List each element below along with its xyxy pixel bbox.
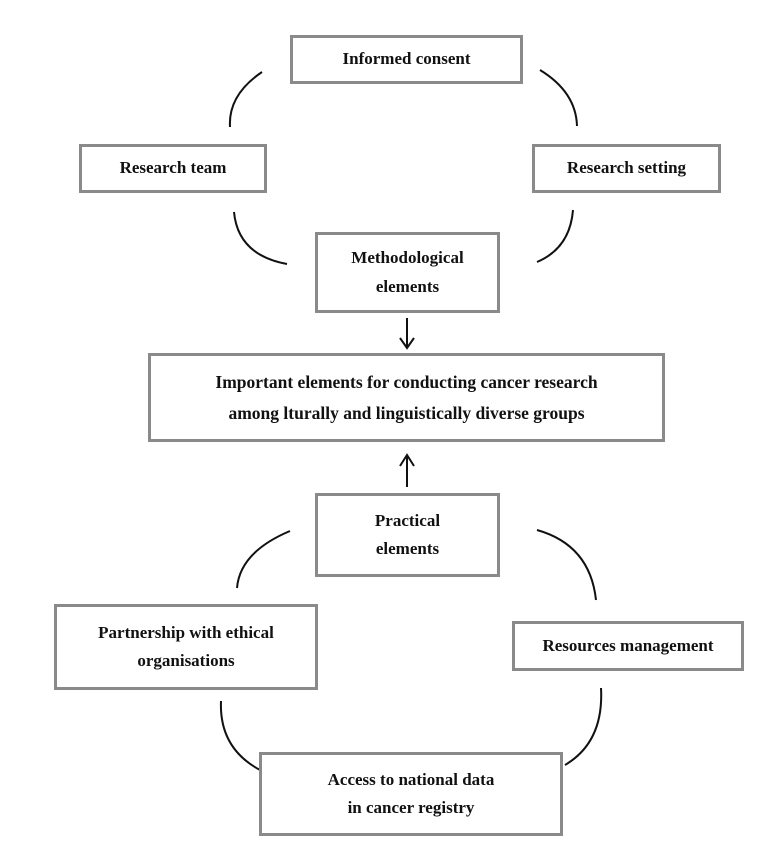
partnership-box: Partnership with ethical organisations (54, 604, 318, 690)
methodological-elements-line-2: elements (375, 276, 440, 296)
arc-top-left (228, 71, 263, 128)
partnership-line-1: Partnership with ethical (98, 622, 274, 642)
central-topic-text: Important elements for conducting cancer… (215, 367, 597, 428)
arc-bottom-right-top-cycle (536, 209, 574, 263)
central-topic-box: Important elements for conducting cancer… (148, 353, 665, 442)
access-national-data-text: Access to national data in cancer regist… (328, 766, 495, 822)
arc-practical-left (236, 530, 291, 589)
arrow-up (399, 453, 415, 487)
research-setting-label: Research setting (566, 158, 687, 178)
central-topic-line-1: Important elements for conducting cancer… (215, 371, 598, 392)
arc-top-right (539, 69, 578, 127)
arc-bottom-left-top-cycle (233, 211, 288, 265)
informed-consent-box: Informed consent (290, 35, 523, 84)
access-national-data-line-2: in cancer registry (347, 798, 475, 817)
partnership-line-2: organisations (137, 651, 235, 670)
research-team-label: Research team (119, 158, 227, 178)
research-team-box: Research team (79, 144, 267, 193)
methodological-elements-box: Methodological elements (315, 232, 500, 313)
arc-bottom-left (219, 700, 261, 771)
research-setting-box: Research setting (532, 144, 721, 193)
central-topic-line-2: among lturally and linguistically divers… (228, 402, 585, 423)
partnership-text: Partnership with ethical organisations (98, 619, 274, 675)
arc-practical-right (536, 529, 597, 601)
practical-elements-line-2: elements (375, 539, 440, 558)
arc-bottom-right (564, 687, 603, 766)
practical-elements-box: Practical elements (315, 493, 500, 577)
resources-management-box: Resources management (512, 621, 744, 671)
methodological-elements-line-1: Methodological (351, 248, 464, 268)
informed-consent-label: Informed consent (342, 49, 471, 69)
methodological-elements-text: Methodological elements (351, 244, 463, 300)
resources-management-label: Resources management (542, 635, 714, 655)
arrow-down (399, 318, 415, 350)
access-national-data-line-1: Access to national data (327, 769, 495, 789)
practical-elements-line-1: Practical (374, 510, 441, 530)
practical-elements-text: Practical elements (375, 507, 440, 563)
access-national-data-box: Access to national data in cancer regist… (259, 752, 563, 836)
